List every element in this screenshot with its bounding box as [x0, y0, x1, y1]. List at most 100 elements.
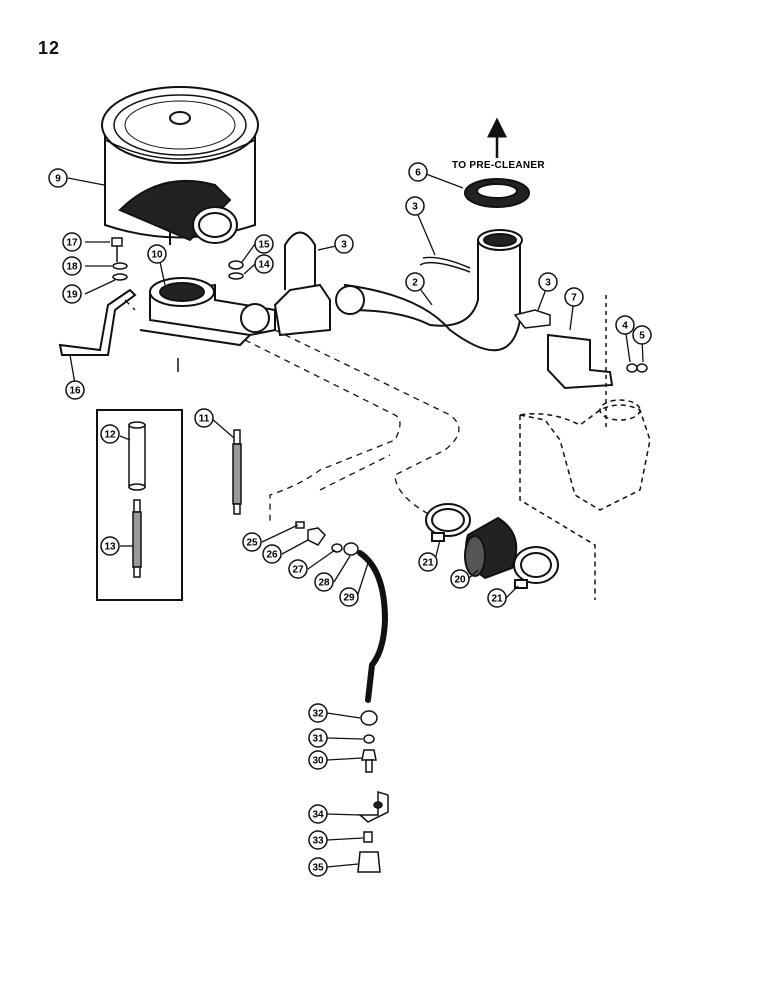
callout-label: 4 [622, 321, 628, 332]
callout-label: 13 [104, 542, 116, 553]
callout-13: 13 [100, 536, 120, 556]
callout-group: 9101718191615143336274512131125262728292… [48, 162, 652, 877]
callout-label: 31 [312, 734, 324, 745]
callout-label: 11 [199, 414, 210, 425]
callout-circle [632, 325, 652, 345]
fitting-33-part [363, 831, 373, 843]
spacer-tube-part [128, 421, 146, 491]
callout-label: 21 [491, 594, 503, 605]
callout-circle [308, 750, 328, 770]
mounting-bracket-part [58, 288, 137, 356]
callout-label: 27 [292, 565, 304, 576]
callout-circle [334, 234, 354, 254]
callout-label: 21 [422, 558, 434, 569]
callout-circle [62, 232, 82, 252]
fitting-30-part [361, 749, 377, 773]
callout-circle [450, 569, 470, 589]
callout-circle [65, 380, 85, 400]
callout-circle [308, 857, 328, 877]
callout-label: 14 [258, 260, 270, 271]
callout-circle [62, 284, 82, 304]
callout-11: 11 [194, 408, 214, 428]
callout-20: 20 [450, 569, 470, 589]
stud-part-13 [132, 499, 142, 578]
callout-label: 25 [246, 538, 258, 549]
callout-circle [308, 830, 328, 850]
callout-label: 3 [545, 278, 551, 289]
callout-25: 25 [242, 532, 262, 552]
callout-circle [405, 196, 425, 216]
callout-28: 28 [314, 572, 334, 592]
callout-34: 34 [308, 804, 328, 824]
inlet-elbow-part [139, 277, 276, 372]
to-pre-cleaner-label: TO PRE-CLEANER [452, 160, 545, 171]
phantom-manifold-part [519, 399, 651, 600]
callout-label: 5 [639, 331, 645, 342]
callout-circle [564, 287, 584, 307]
callout-4: 4 [615, 315, 635, 335]
rubber-sleeve-part [464, 516, 518, 580]
u-bolt-clamp-part [273, 231, 331, 337]
callout-3a: 3 [334, 234, 354, 254]
callout-label: 33 [312, 836, 324, 847]
callout-31: 31 [308, 728, 328, 748]
fitting-31-part [363, 734, 375, 744]
callout-label: 28 [318, 578, 330, 589]
callout-label: 32 [312, 709, 324, 720]
callout-12: 12 [100, 424, 120, 444]
callout-label: 16 [69, 386, 81, 397]
callout-circle [408, 162, 428, 182]
callout-label: 30 [312, 756, 324, 767]
callout-30: 30 [308, 750, 328, 770]
callout-18: 18 [62, 256, 82, 276]
callout-32: 32 [308, 703, 328, 723]
callout-label: 3 [412, 202, 418, 213]
callout-19: 19 [62, 284, 82, 304]
callout-circle [405, 272, 425, 292]
nut-pair-part [626, 363, 648, 373]
callout-circle [288, 559, 308, 579]
callout-circle [308, 728, 328, 748]
callout-label: 7 [571, 293, 577, 304]
callout-circle [339, 587, 359, 607]
callout-label: 17 [66, 238, 78, 249]
callout-label: 29 [343, 593, 355, 604]
callout-label: 15 [258, 240, 270, 251]
callout-27: 27 [288, 559, 308, 579]
bracket-34-part [358, 790, 389, 823]
callout-circle [487, 588, 507, 608]
callout-label: 18 [66, 262, 78, 273]
intake-pipe-part [335, 229, 523, 352]
page-number: 12 [38, 38, 61, 58]
callout-label: 26 [266, 550, 278, 561]
nut-washer-part [228, 260, 244, 280]
support-bracket-part [547, 333, 614, 390]
callout-circle [418, 552, 438, 572]
callout-6: 6 [408, 162, 428, 182]
callout-21a: 21 [418, 552, 438, 572]
callout-14: 14 [254, 254, 274, 274]
bolt-washers-part [111, 237, 128, 281]
callout-label: 9 [55, 174, 61, 185]
callout-9: 9 [48, 168, 68, 188]
callout-35: 35 [308, 857, 328, 877]
callout-circle [254, 234, 274, 254]
right-clamp-part [513, 309, 551, 329]
stud-part-11 [232, 429, 242, 515]
callout-15: 15 [254, 234, 274, 254]
callout-circle [100, 536, 120, 556]
hose-part [357, 550, 389, 703]
callout-5: 5 [632, 325, 652, 345]
hose-clamp-upper-part [425, 503, 471, 542]
fittings-part [295, 521, 359, 556]
pipe-u-bolt-part [419, 256, 471, 273]
callout-label: 3 [341, 240, 347, 251]
callout-circle [308, 804, 328, 824]
callout-circle [615, 315, 635, 335]
rubber-seal-part [464, 178, 530, 208]
callout-17: 17 [62, 232, 82, 252]
callout-label: 20 [454, 575, 466, 586]
callout-circle [242, 532, 262, 552]
callout-21b: 21 [487, 588, 507, 608]
